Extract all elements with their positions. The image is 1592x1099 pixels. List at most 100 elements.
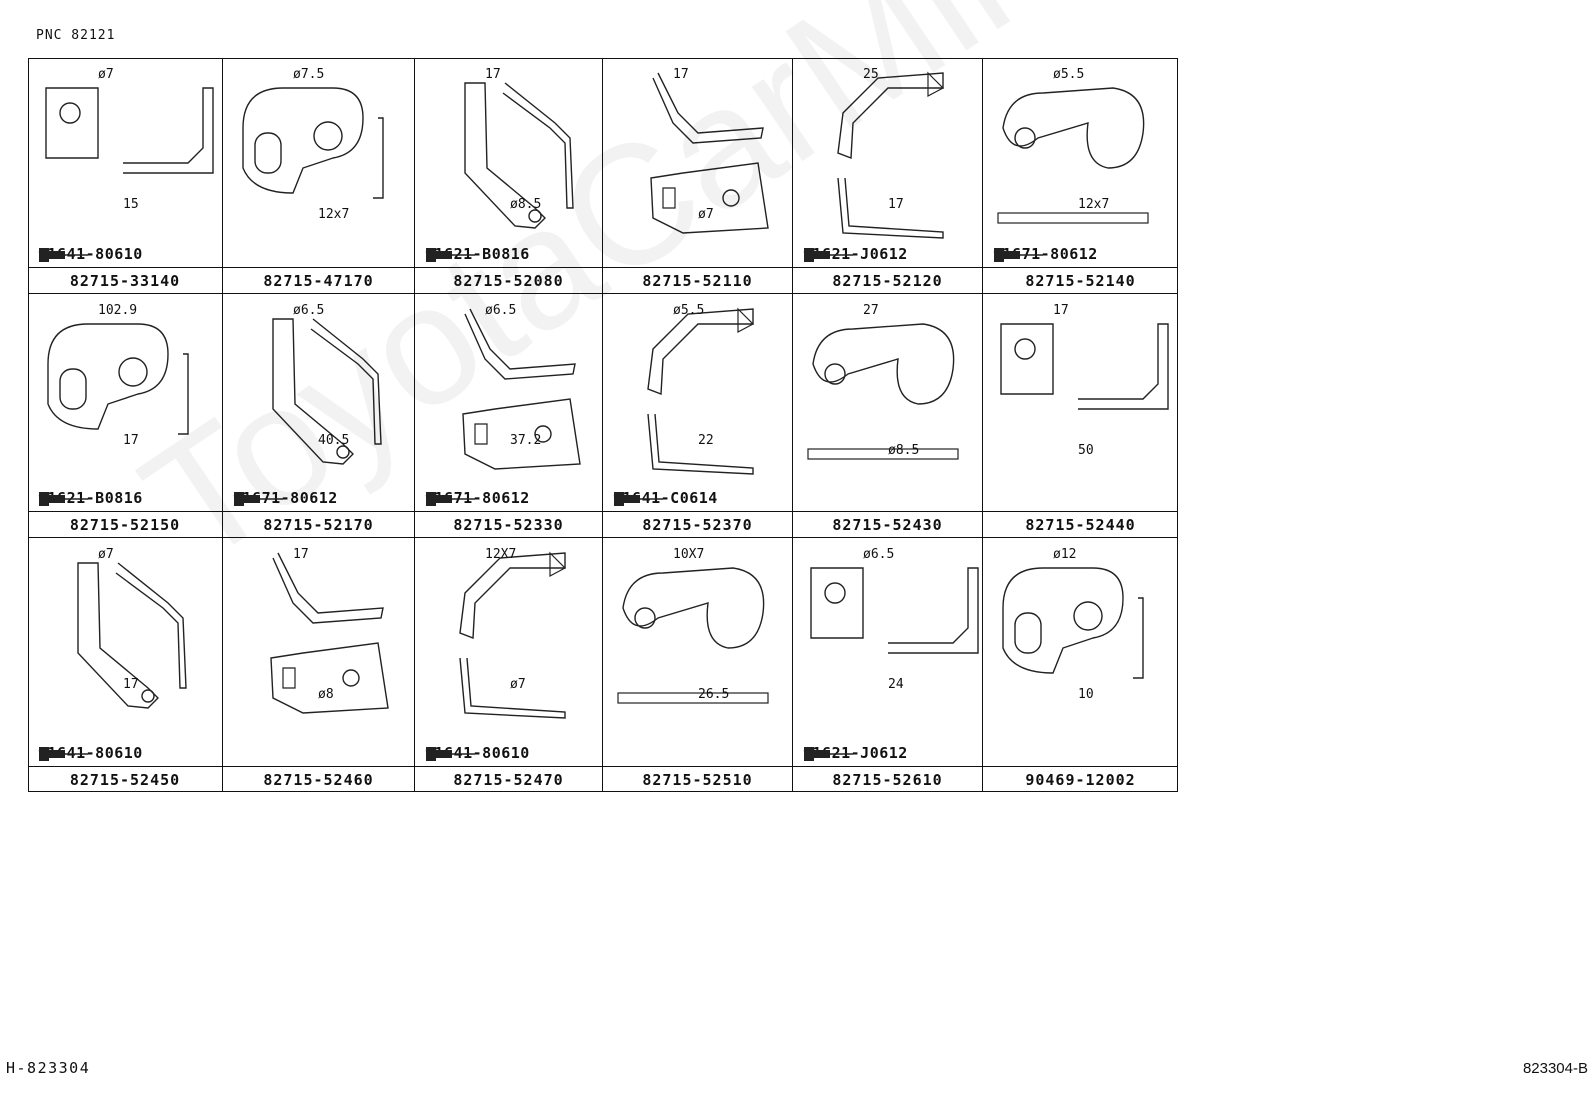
dimension-label: ø8.5 [888,443,919,458]
dimension-label: 27 [863,303,879,318]
part-number: 82715-52330 [415,511,602,537]
bracket-drawing: 27 ø8.5 [807,303,959,460]
bolt-callout: 91641-80610 [425,744,530,762]
dimension-label: ø8.5 [510,197,541,212]
bracket-drawing: 17 ø8.5 [464,67,574,229]
bolt-icon [994,248,1043,262]
bracket-drawing: ø12 10 [1002,547,1144,702]
bolt-callout: 91641-80610 [38,245,143,263]
bracket-drawing: ø6.5 37.2 [462,303,581,470]
dimension-label: 24 [888,677,904,692]
part-number: 82715-52460 [223,766,414,792]
part-cell: 27 ø8.5 82715-52430 [793,294,983,538]
bolt-icon [426,747,475,761]
part-cell: ø7 15 91641-80610 82715-33140 [28,58,223,294]
bracket-drawing: 17 ø7 [650,67,769,234]
bracket-drawing: ø5.522 [647,303,754,475]
bracket-drawing: ø5.5 12x7 [997,67,1149,224]
pnc-label: PNC 82121 [36,28,116,43]
bolt-callout: 91621-J0612 [803,744,908,762]
bolt-callout: 91671-80612 [425,489,530,507]
dimension-label: ø6.5 [293,303,324,318]
dimension-label: 22 [698,433,714,448]
part-number: 82715-52450 [28,766,222,792]
bolt-icon [39,747,88,761]
part-cell: 17 ø7 82715-52110 [603,58,793,294]
dimension-label: 10X7 [673,547,704,562]
part-number: 82715-52170 [223,511,414,537]
dimension-label: 50 [1078,443,1094,458]
dimension-label: ø7.5 [293,67,324,82]
part-cell: 17 ø8.5 91621-B0816 82715-52080 [415,58,603,294]
part-number: 82715-52510 [603,766,792,792]
dimension-label: 12x7 [1078,197,1109,212]
bolt-icon [426,248,475,262]
dimension-label: ø8 [318,687,334,702]
dimension-label: 102.9 [98,303,137,318]
bracket-drawing: ø7 15 [45,67,214,212]
bracket-drawing: 17 ø8 [270,547,389,714]
bracket-drawing: ø7 17 [77,547,187,709]
dimension-label: 12X7 [485,547,516,562]
part-number: 82715-52370 [603,511,792,537]
bracket-drawing: ø6.5 40.5 [272,303,382,465]
part-cell: 12X7 ø7 91641-80610 82715-52470 [415,538,603,792]
part-number: 82715-33140 [28,267,222,293]
part-number: 82715-52140 [983,267,1178,293]
part-number: 82715-52470 [415,766,602,792]
dimension-label: ø7 [98,67,114,82]
part-cell: ø6.5 37.2 91671-80612 82715-52330 [415,294,603,538]
part-number: 82715-52110 [603,267,792,293]
dimension-label: 17 [1053,303,1069,318]
bolt-icon [39,248,88,262]
dimension-label: 40.5 [318,433,349,448]
bolt-icon [234,492,283,506]
dimension-label: ø7 [98,547,114,562]
dimension-label: ø7 [510,677,526,692]
part-cell: ø6.5 40.5 91671-80612 82715-52170 [223,294,415,538]
dimension-label: 17 [673,67,689,82]
part-number: 82715-47170 [223,267,414,293]
bolt-icon [614,492,663,506]
bolt-callout: 91621-B0816 [425,245,530,263]
dimension-label: ø5.5 [1053,67,1084,82]
part-cell: 17 ø8 82715-52460 [223,538,415,792]
dimension-label: 10 [1078,687,1094,702]
part-number: 82715-52080 [415,267,602,293]
dimension-label: ø7 [698,207,714,222]
dimension-label: 15 [123,197,139,212]
dimension-label: 37.2 [510,433,541,448]
bolt-callout: 91641-C0614 [613,489,718,507]
illustration-number: H-823304 [6,1059,91,1077]
bolt-callout: 91671-80612 [233,489,338,507]
dimension-label: 17 [485,67,501,82]
bolt-icon [804,248,853,262]
part-number: 90469-12002 [983,766,1178,792]
page-code: 823304-B [1522,1060,1588,1077]
dimension-label: 17 [123,677,139,692]
bolt-icon [39,492,88,506]
dimension-label: 26.5 [698,687,729,702]
part-cell: ø12 10 90469-12002 [983,538,1178,792]
dimension-label: 17 [123,433,139,448]
dimension-label: ø6.5 [485,303,516,318]
bolt-callout: 91671-80612 [993,245,1098,263]
dimension-label: ø6.5 [863,547,894,562]
bolt-icon [426,492,475,506]
bolt-callout: 91621-B0816 [38,489,143,507]
part-cell: 10X7 26.5 82715-52510 [603,538,793,792]
part-cell: ø5.5 12x7 91671-80612 82715-52140 [983,58,1178,294]
part-number: 82715-52430 [793,511,982,537]
dimension-label: ø12 [1053,547,1076,562]
dimension-label: 17 [293,547,309,562]
